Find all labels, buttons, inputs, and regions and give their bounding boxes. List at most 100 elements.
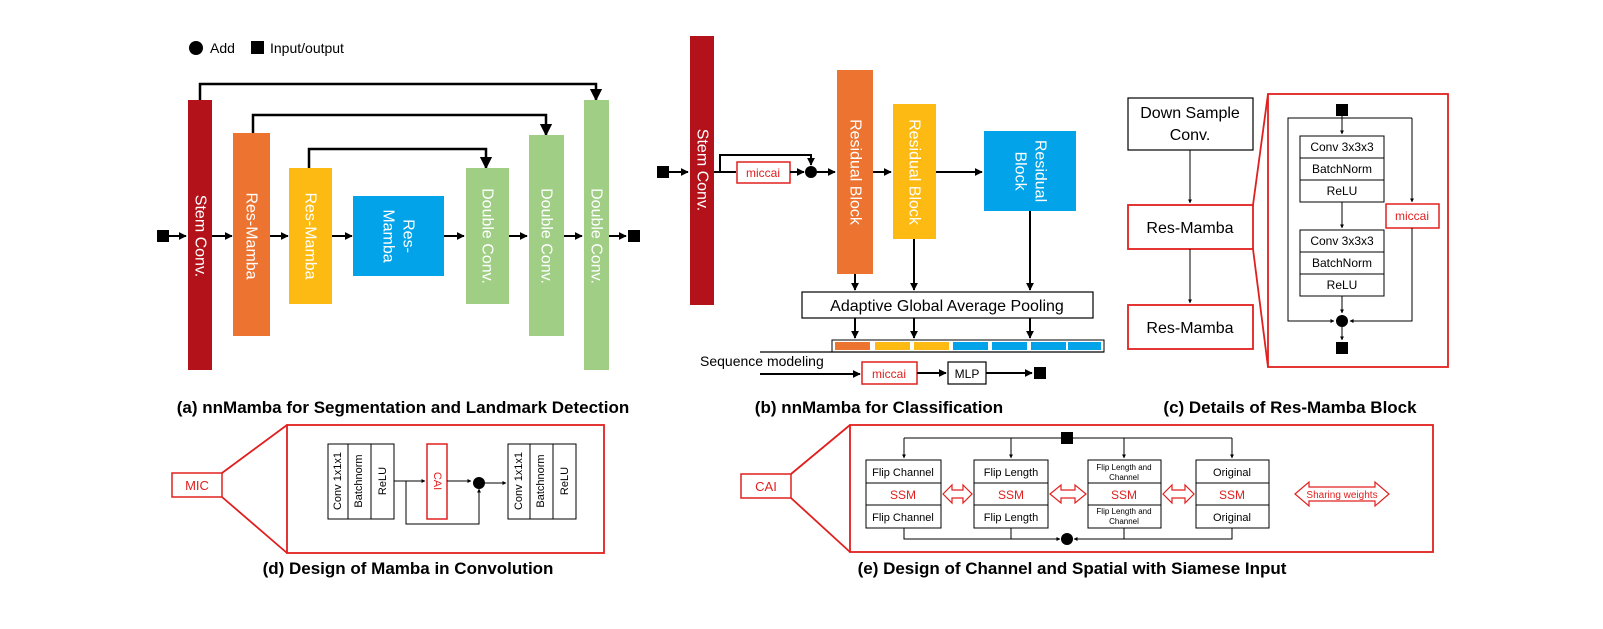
double-conv-block-1 [466, 168, 509, 304]
residual-block-label-3b: Block [1012, 151, 1029, 191]
double-conv-block-2 [529, 135, 564, 336]
batchnorm-label-d1: Batchnorm [353, 454, 365, 507]
branch-top-label-3b: Channel [1109, 473, 1139, 482]
res-mamba-label-3b: Mamba [380, 209, 397, 262]
ssm-label-1: SSM [890, 488, 916, 502]
legend-add-label: Add [210, 40, 235, 56]
token-orange [835, 342, 870, 350]
skip-connection [307, 147, 493, 170]
shared-weights-arrow [942, 483, 973, 505]
branch-bottom-label-2: Flip Length [984, 512, 1038, 524]
relu-label-1: ReLU [1327, 184, 1358, 198]
caption-e: (e) Design of Channel and Spatial with S… [858, 559, 1287, 578]
token-blue [1031, 342, 1066, 350]
detail-output-icon [1336, 342, 1348, 354]
stem-conv-block [690, 36, 714, 305]
add-node [1061, 533, 1073, 545]
token-blue [953, 342, 988, 350]
add-node [1336, 315, 1348, 327]
miccai-label-bottom: miccai [872, 367, 906, 381]
output-square-icon [1034, 367, 1046, 379]
zoom-line [790, 424, 851, 475]
double-conv-label-3: Double Conv. [588, 188, 605, 284]
branch-top-label-1: Flip Channel [872, 467, 934, 479]
residual-block-2 [893, 104, 936, 239]
res-mamba-box-2 [1127, 304, 1254, 350]
cai-label-d: CAI [431, 472, 443, 490]
cai-label-e: CAI [755, 479, 777, 494]
skip-connection [405, 481, 481, 525]
ssm-label-4: SSM [1219, 488, 1245, 502]
res-mamba-label-1: Res-Mamba [243, 192, 260, 279]
stem-conv-label: Stem Conv. [694, 129, 711, 211]
sharing-weights-legend-arrow [1294, 480, 1390, 508]
res-mamba-label-c2: Res-Mamba [1146, 320, 1233, 337]
res-mamba-label-c1: Res-Mamba [1146, 220, 1233, 237]
io-legend-icon [251, 41, 264, 54]
zoom-line [1252, 248, 1269, 368]
res-mamba-box-1 [1127, 204, 1254, 250]
caption-c: (c) Details of Res-Mamba Block [1163, 398, 1417, 417]
conv1x1-label-2: Conv 1x1x1 [513, 452, 525, 510]
down-sample-label-1: Down Sample [1140, 105, 1240, 122]
conv-label-2: Conv 3x3x3 [1310, 234, 1374, 248]
pooling-box [801, 291, 1094, 319]
input-square-icon [657, 166, 669, 178]
down-sample-label-2: Conv. [1170, 127, 1211, 144]
skip-connection [719, 154, 815, 172]
caption-d: (d) Design of Mamba in Convolution [263, 559, 554, 578]
detail-input-icon [1336, 104, 1348, 116]
add-legend-icon [189, 41, 203, 55]
residual-block-label-1: Residual Block [847, 119, 864, 226]
legend-io-label: Input/output [270, 40, 344, 56]
skip-connection [251, 113, 553, 137]
residual-block-label-3a: Residual [1032, 140, 1049, 202]
zoom-line [1252, 93, 1269, 206]
batchnorm-label-d2: Batchnorm [535, 454, 547, 507]
branch-bottom-label-3b: Channel [1109, 517, 1139, 526]
stem-conv-block [188, 100, 212, 370]
double-conv-block-3 [584, 100, 609, 370]
sequence-modeling-label: Sequence modeling [700, 353, 824, 369]
miccai-label-top: miccai [746, 166, 780, 180]
skip-connection [1287, 117, 1342, 323]
conv1x1-label-1: Conv 1x1x1 [332, 452, 344, 510]
input-square-icon [157, 230, 169, 242]
add-node [805, 166, 817, 178]
res-mamba-label-3a: Res- [400, 219, 417, 253]
shared-weights-arrow [1049, 483, 1087, 505]
res-mamba-label-2: Res-Mamba [302, 192, 319, 279]
zoom-line [790, 497, 851, 553]
relu-label-d2: ReLU [559, 467, 571, 495]
miccai-label-c: miccai [1395, 209, 1429, 223]
ssm-label-3: SSM [1111, 488, 1137, 502]
relu-label-d1: ReLU [377, 467, 389, 495]
zoom-line [221, 496, 288, 554]
residual-block-label-2: Residual Block [906, 119, 923, 226]
pooling-label: Adaptive Global Average Pooling [830, 298, 1064, 315]
add-node [473, 477, 485, 489]
mic-label: MIC [185, 478, 209, 493]
miccai-box-c [1385, 203, 1440, 229]
token-blue [992, 342, 1027, 350]
panel-e: CAI Flip Channel SSM Flip Channel Flip L… [740, 424, 1434, 578]
res-mamba-block-3 [353, 196, 444, 276]
output-square-icon [628, 230, 640, 242]
panel-c: Down Sample Conv. Res-Mamba Res-Mamba mi… [1127, 93, 1449, 417]
relu-box-d2 [552, 443, 577, 520]
mic-box [171, 472, 223, 498]
branch-top-label-4: Original [1213, 467, 1251, 479]
token-blue [1068, 342, 1101, 350]
panel-a: Add Input/output Stem Conv. Res-Mamba Re… [157, 40, 640, 417]
flow-arrow [903, 528, 1061, 541]
flow-arrow [1349, 228, 1413, 323]
double-conv-label-2: Double Conv. [538, 188, 555, 284]
caption-a: (a) nnMamba for Segmentation and Landmar… [177, 398, 629, 417]
sharing-weights-label: Sharing weights [1306, 490, 1377, 501]
branch-bottom-label-3a: Flip Length and [1096, 507, 1151, 516]
branch-bottom-label-4: Original [1213, 512, 1251, 524]
res-mamba-block-2 [289, 168, 332, 304]
caption-b: (b) nnMamba for Classification [755, 398, 1003, 417]
flow-arrow [1073, 528, 1233, 541]
